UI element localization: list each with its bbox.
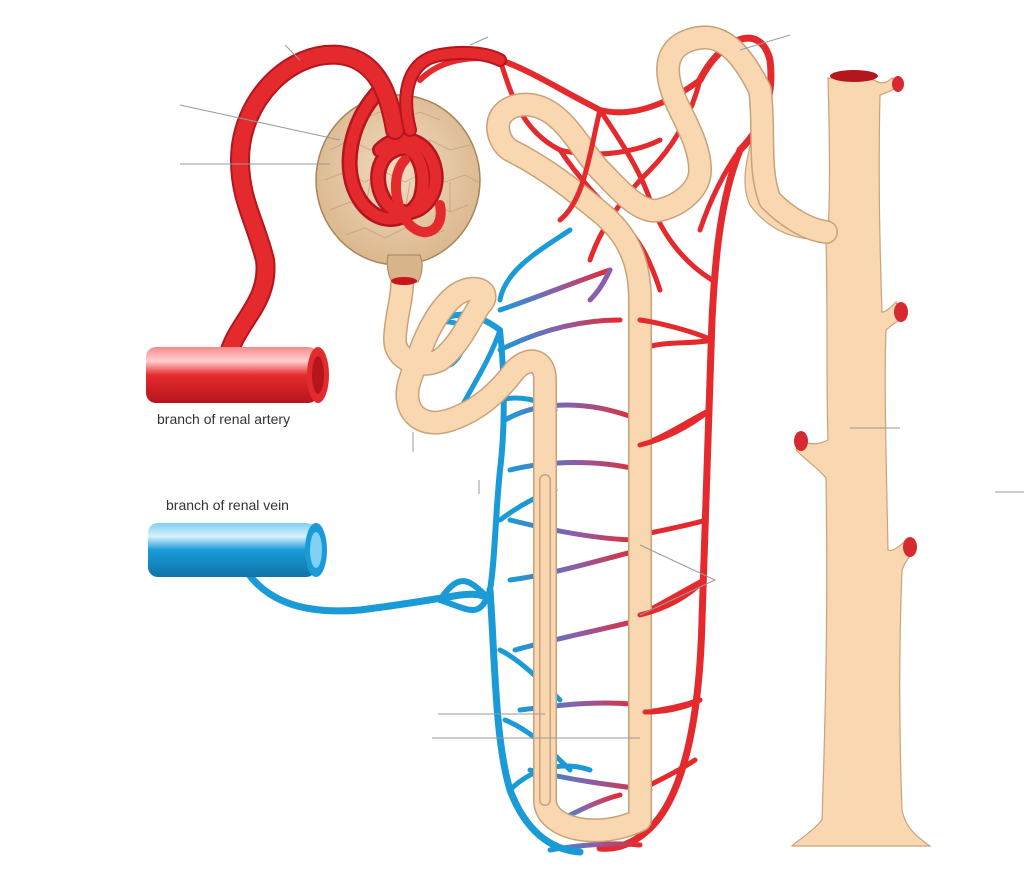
front-vessels — [557, 107, 743, 715]
leader-line-4 — [469, 36, 489, 46]
leader-line-2 — [179, 104, 341, 141]
renal-artery-branch — [146, 347, 329, 403]
renal-artery-label: branch of renal artery — [157, 411, 291, 427]
renal-vein-label: branch of renal vein — [166, 497, 289, 513]
glomerulus — [341, 82, 446, 237]
renal-tubule — [383, 25, 838, 843]
duct-branch-3 — [794, 431, 808, 451]
duct-branch-4 — [903, 537, 917, 557]
afferent-arteriole — [220, 44, 405, 360]
duct-branch-1 — [892, 76, 904, 92]
leader-lines — [179, 34, 1024, 739]
duct-top-opening — [830, 70, 878, 82]
efferent-arteriole — [399, 45, 507, 137]
duct-branch-2 — [894, 302, 908, 322]
leader-line-1 — [284, 44, 301, 61]
leader-line-10 — [639, 544, 717, 616]
leader-line-5 — [739, 34, 791, 51]
capsule-outlet — [391, 277, 417, 285]
renal-vein-branch — [148, 523, 494, 615]
